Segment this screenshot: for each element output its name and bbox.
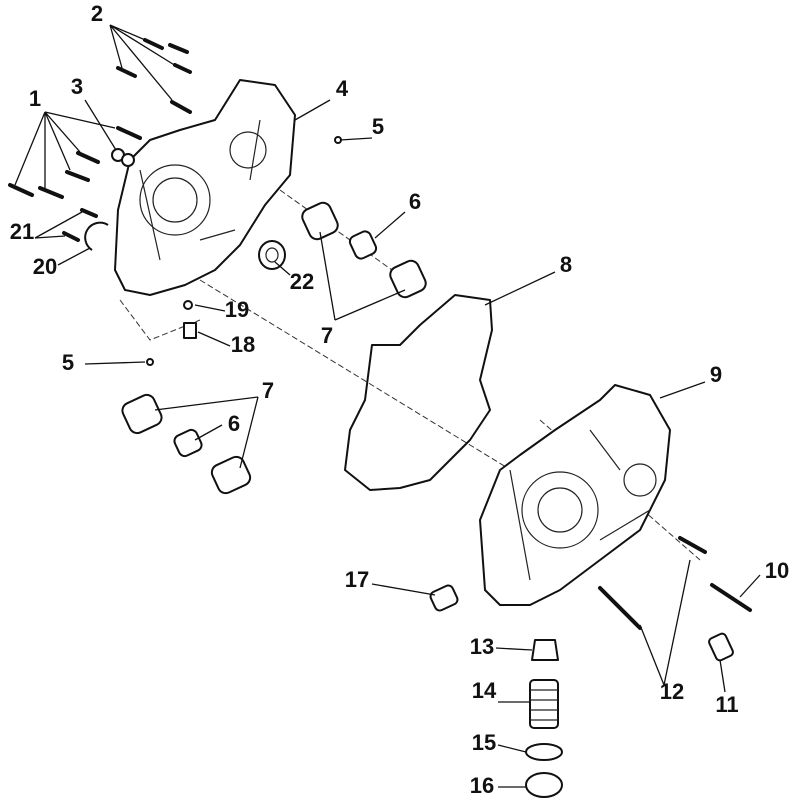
callout-6b: 6 [228, 411, 240, 436]
callout-7: 7 [321, 323, 333, 348]
callout-20: 20 [33, 254, 57, 279]
dowels [121, 201, 734, 662]
callout-5b: 5 [62, 350, 74, 375]
callout-17: 17 [345, 567, 369, 592]
callout-21: 21 [10, 219, 34, 244]
right-crankcase [479, 384, 671, 606]
callout-13: 13 [470, 634, 494, 659]
gasket [344, 294, 493, 491]
bolts [8, 38, 752, 630]
callout-2: 2 [91, 1, 103, 26]
leader-lines [14, 24, 761, 788]
callout-22: 22 [290, 269, 314, 294]
drain-assembly [525, 639, 563, 798]
callout-16: 16 [470, 773, 494, 798]
callout-10: 10 [765, 558, 789, 583]
callout-5: 5 [372, 114, 384, 139]
callout-labels: 1 2 3 4 5 5 6 6 7 7 8 9 10 11 12 13 14 1… [10, 1, 789, 798]
callout-14: 14 [472, 678, 497, 703]
callout-11: 11 [715, 692, 738, 717]
callout-3: 3 [71, 74, 83, 99]
callout-9: 9 [710, 362, 722, 387]
callout-12: 12 [660, 679, 684, 704]
callout-7b: 7 [262, 378, 274, 403]
left-crankcase [114, 79, 296, 296]
callout-18: 18 [231, 332, 255, 357]
callout-15: 15 [472, 730, 496, 755]
small-parts [84, 136, 342, 366]
callout-8: 8 [560, 252, 572, 277]
callout-1: 1 [29, 86, 41, 111]
callout-6: 6 [409, 189, 421, 214]
callout-19: 19 [225, 297, 249, 322]
callout-4: 4 [336, 76, 349, 101]
